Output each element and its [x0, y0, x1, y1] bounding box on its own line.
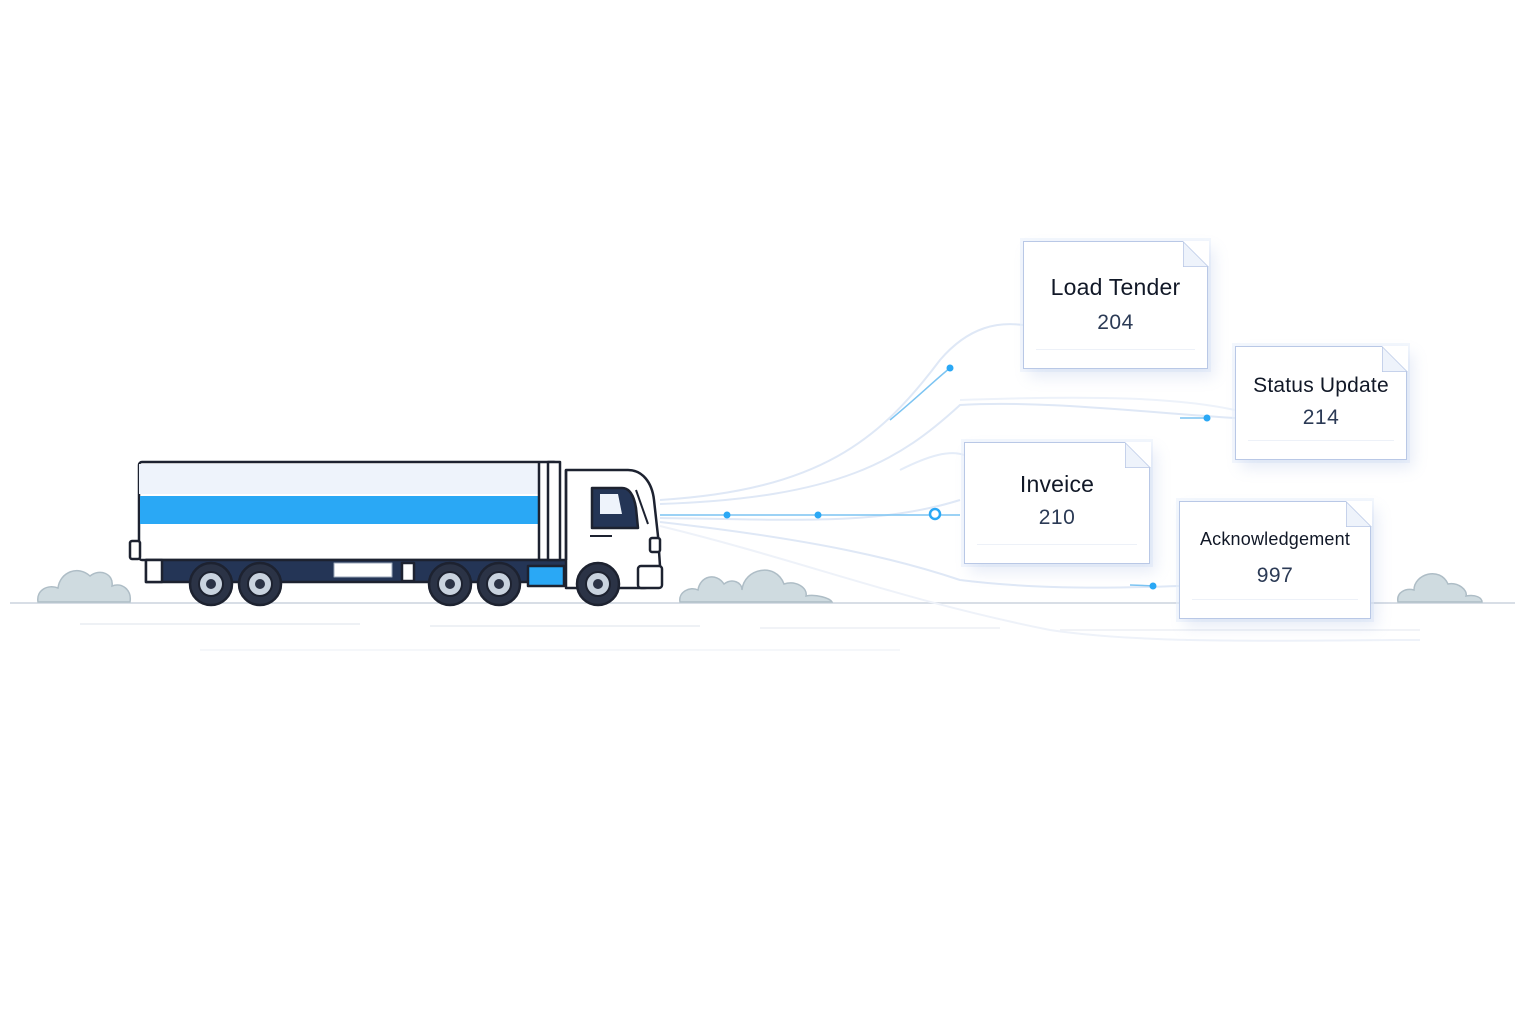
- divider: [1192, 599, 1358, 600]
- document-title: Acknowledgement: [1199, 529, 1351, 549]
- wheels: [188, 561, 621, 607]
- document-code: 204: [1097, 311, 1134, 334]
- document-title: Inveice: [1019, 471, 1095, 497]
- document-title: Load Tender: [1050, 274, 1181, 300]
- wheel: [476, 561, 522, 607]
- document-code: 997: [1256, 564, 1294, 587]
- folded-corner-icon: [1124, 441, 1151, 468]
- bush-right: [1397, 573, 1483, 603]
- document-card-invoice: Inveice 210: [964, 441, 1151, 564]
- active-connectors: [660, 367, 1210, 587]
- document-title: Status Update: [1253, 374, 1389, 397]
- folded-corner-icon: [1345, 500, 1372, 527]
- bush-left: [37, 569, 131, 603]
- document-card-load-tender: Load Tender 204: [1023, 240, 1209, 369]
- folded-corner-icon: [1182, 240, 1209, 267]
- divider: [1248, 440, 1394, 441]
- document-card-acknowledgement: Acknowledgement 997: [1179, 500, 1372, 619]
- document-card-status-update: Status Update 214: [1235, 345, 1408, 460]
- divider: [1036, 349, 1195, 350]
- folded-corner-icon: [1381, 345, 1408, 372]
- wheel: [427, 561, 473, 607]
- bush-middle: [679, 569, 834, 603]
- connector-dots: [723, 364, 1211, 590]
- divider: [977, 544, 1137, 545]
- wheel: [237, 561, 283, 607]
- document-code: 214: [1302, 406, 1340, 429]
- trailer-stripe: [140, 496, 539, 524]
- data-streams: [659, 323, 1421, 642]
- wheel: [575, 561, 621, 607]
- wheel: [188, 561, 234, 607]
- document-code: 210: [1038, 506, 1076, 529]
